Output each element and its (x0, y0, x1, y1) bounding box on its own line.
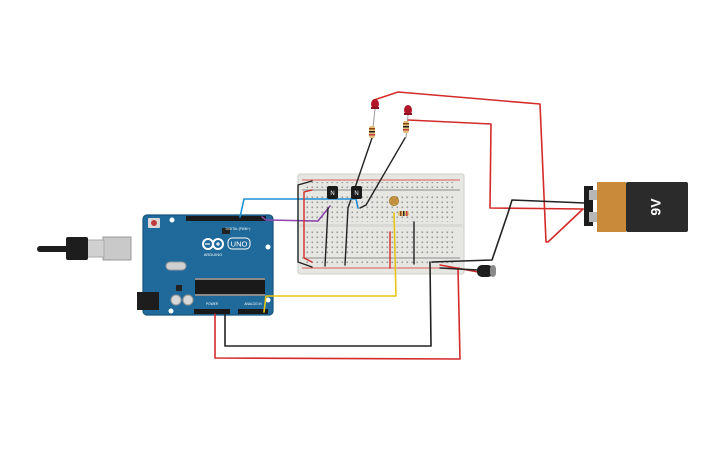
wire-black-led2[interactable] (359, 137, 406, 209)
power-jack (137, 292, 159, 310)
digital-header[interactable] (186, 216, 266, 221)
arduino-brand-label: ARDUINO (204, 252, 222, 257)
arduino-model-label: UNO (231, 240, 248, 249)
transistor-2[interactable]: N (351, 186, 362, 199)
power-header[interactable] (194, 309, 230, 314)
transistor-1-label: N (330, 191, 334, 197)
reset-button[interactable] (151, 220, 157, 226)
wires (214, 91, 586, 360)
transistor-2-label: N (354, 191, 358, 197)
wire-black-arduino-ground[interactable] (224, 261, 432, 347)
transistor-1[interactable]: N (327, 186, 338, 199)
wire-black-capacitor[interactable] (439, 267, 479, 271)
resistor-2[interactable] (403, 121, 409, 133)
resistor-3[interactable] (398, 211, 409, 216)
photoresistor[interactable] (389, 196, 399, 206)
battery-9v[interactable]: 9V (584, 182, 688, 232)
arduino-uno-board[interactable]: UNO ARDUINO DIGITAL (PWM~) POWER ANALOG … (102, 214, 274, 316)
led-2[interactable] (404, 105, 412, 115)
wire-red-battery-led1[interactable] (373, 91, 584, 243)
breadboard (297, 173, 465, 275)
atmega-chip (195, 280, 265, 294)
wire-red-rail-left[interactable] (303, 189, 313, 263)
battery-label: 9V (648, 198, 664, 216)
wire-blue-digital[interactable] (239, 198, 359, 218)
resistor-1[interactable] (369, 126, 375, 138)
wire-yellow-analog[interactable] (263, 212, 397, 313)
wire-red-arduino-5v[interactable] (214, 267, 461, 360)
wire-purple-digital[interactable] (261, 205, 331, 222)
analog-header[interactable] (238, 309, 268, 314)
usb-cable[interactable] (37, 237, 105, 260)
wire-black-jumper-1[interactable] (324, 207, 329, 267)
wire-black-battery-ground[interactable] (431, 199, 586, 263)
usb-port (102, 236, 132, 261)
wire-red-battery-led2[interactable] (407, 119, 584, 210)
wire-black-led1[interactable] (344, 137, 373, 266)
wire-black-rail-left[interactable] (297, 180, 313, 268)
electrolytic-capacitor[interactable] (477, 265, 496, 277)
analog-in-label: ANALOG IN (244, 302, 262, 306)
digital-pwm-label: DIGITAL (PWM~) (226, 227, 251, 231)
arduino-logo (202, 238, 224, 250)
led-1[interactable] (371, 99, 379, 109)
power-label: POWER (206, 302, 219, 306)
